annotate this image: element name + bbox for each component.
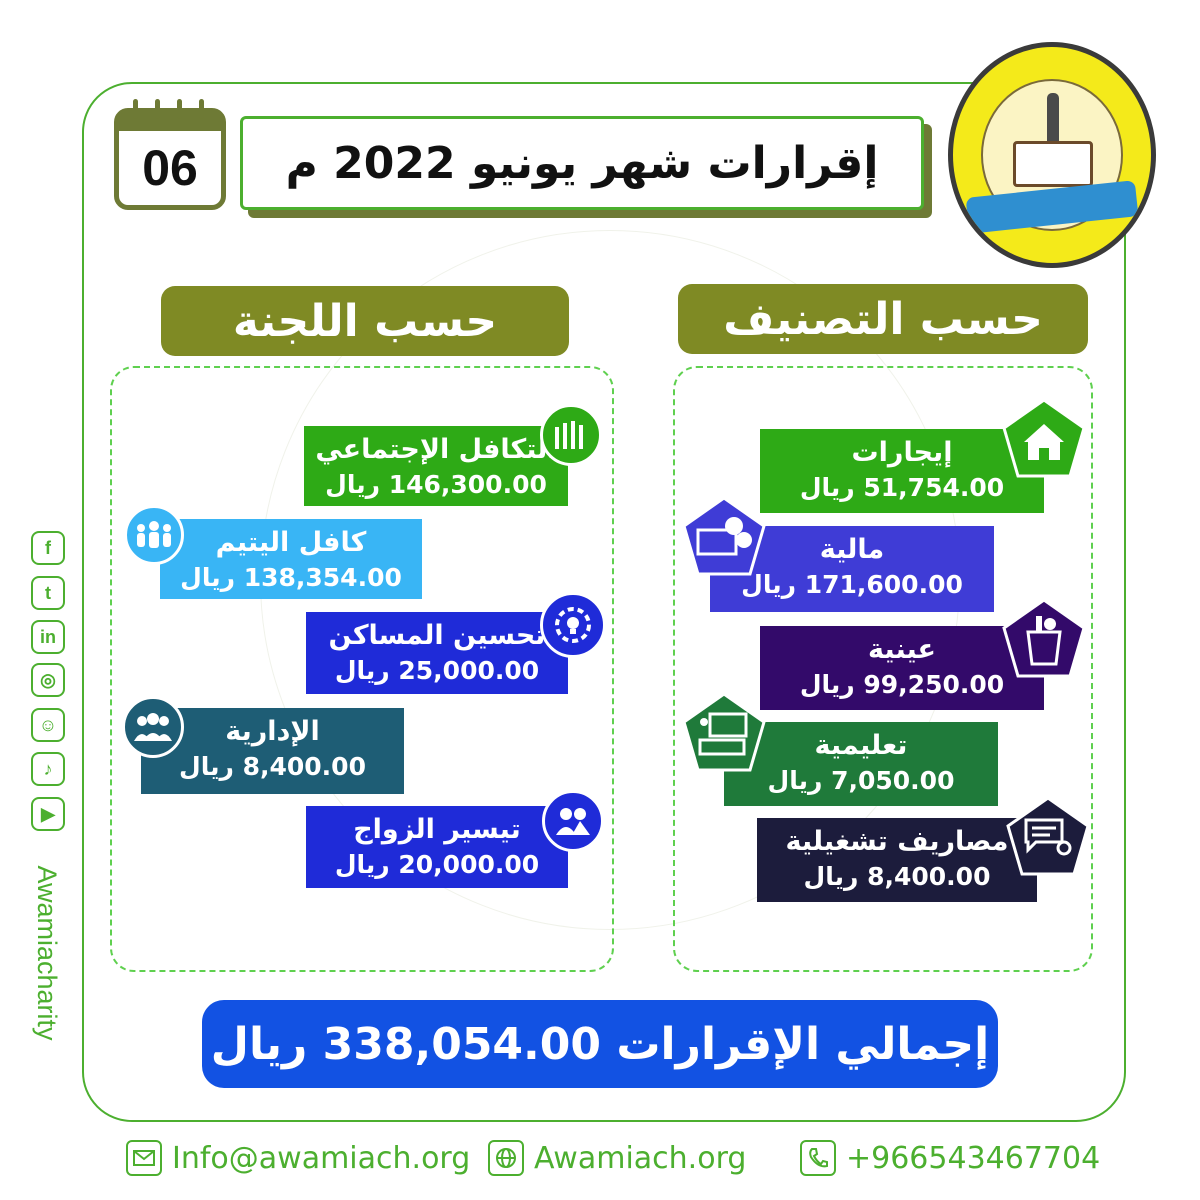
footer-email[interactable]: Info@awamiach.org (126, 1138, 470, 1178)
money-icon (682, 496, 766, 576)
category-card-education: تعليمية 7,050.00 ريال (724, 722, 998, 806)
email-text[interactable]: Info@awamiach.org (172, 1140, 471, 1176)
facebook-icon[interactable]: f (31, 531, 65, 565)
family-icon (124, 505, 184, 565)
page-title: إقرارات شهر يونيو 2022 م (285, 137, 879, 189)
content-frame (82, 82, 1126, 1122)
snapchat-icon[interactable]: ☺ (31, 708, 65, 742)
committee-amount: 146,300.00 ريال (325, 470, 547, 499)
committee-name: الإدارية (225, 716, 320, 747)
category-amount: 51,754.00 ريال (799, 473, 1005, 502)
committee-name: التكافل الإجتماعي (315, 434, 557, 465)
settings-bulb-icon (540, 592, 606, 658)
committee-amount: 138,354.00 ريال (180, 563, 402, 592)
category-card-operational: مصاريف تشغيلية 8,400.00 ريال (757, 818, 1037, 902)
month-number: 06 (142, 140, 198, 196)
category-card-inkind: عينية 99,250.00 ريال (760, 626, 1044, 710)
committee-name: تحسين المساكن (328, 620, 546, 651)
category-amount: 171,600.00 ريال (741, 570, 963, 599)
title-box: إقرارات شهر يونيو 2022 م (240, 116, 924, 210)
website-text[interactable]: Awamiach.org (534, 1140, 747, 1176)
committee-box (110, 366, 614, 972)
group-icon (122, 696, 184, 758)
committee-card-orphan: كافل اليتيم 138,354.00 ريال (160, 519, 422, 599)
category-amount: 99,250.00 ريال (799, 670, 1005, 699)
mail-icon (126, 1140, 162, 1176)
committee-card-marriage: تيسير الزواج 20,000.00 ريال (306, 806, 568, 888)
category-name: مالية (819, 534, 885, 565)
phone-text[interactable]: +966543467704 (846, 1140, 1101, 1176)
house-icon (1002, 398, 1086, 478)
category-name: إيجارات (851, 437, 953, 468)
footer-phone[interactable]: +966543467704 (800, 1138, 1100, 1178)
committee-card-social: التكافل الإجتماعي 146,300.00 ريال (304, 426, 568, 506)
total-banner: إجمالي الإقرارات 338,054.00 ريال (202, 1000, 998, 1088)
instagram-icon[interactable]: ◎ (31, 663, 65, 697)
category-name: مصاريف تشغيلية (785, 826, 1009, 857)
globe-icon (488, 1140, 524, 1176)
twitter-icon[interactable]: t (31, 576, 65, 610)
committee-card-admin: الإدارية 8,400.00 ريال (141, 708, 404, 794)
committee-amount: 20,000.00 ريال (334, 850, 540, 879)
category-name: تعليمية (814, 730, 908, 761)
tiktok-icon[interactable]: ♪ (31, 752, 65, 786)
hands-icon (540, 404, 602, 466)
youtube-icon[interactable]: ▶ (31, 797, 65, 831)
category-box (673, 366, 1093, 972)
phone-icon (800, 1140, 836, 1176)
charity-seal-logo (948, 42, 1156, 268)
committee-card-housing: تحسين المساكن 25,000.00 ريال (306, 612, 568, 694)
couple-icon (542, 790, 604, 852)
category-amount: 7,050.00 ريال (767, 766, 955, 795)
calendar-icon: 06 (114, 99, 226, 210)
category-card-rent: إيجارات 51,754.00 ريال (760, 429, 1044, 513)
chat-gear-icon (1006, 796, 1090, 876)
grocery-bag-icon (1002, 598, 1086, 678)
social-handle: Awamiacharity (32, 865, 62, 1041)
committee-name: تيسير الزواج (353, 814, 521, 845)
category-amount: 8,400.00 ريال (803, 862, 991, 891)
category-name: عينية (868, 634, 936, 665)
committee-name: كافل اليتيم (215, 527, 367, 558)
committee-heading: حسب اللجنة (161, 286, 569, 356)
committee-amount: 25,000.00 ريال (334, 656, 540, 685)
category-heading: حسب التصنيف (678, 284, 1088, 354)
committee-amount: 8,400.00 ريال (179, 752, 366, 781)
classroom-icon (682, 692, 766, 772)
footer-website[interactable]: Awamiach.org (488, 1138, 746, 1178)
linkedin-icon[interactable]: in (31, 620, 65, 654)
